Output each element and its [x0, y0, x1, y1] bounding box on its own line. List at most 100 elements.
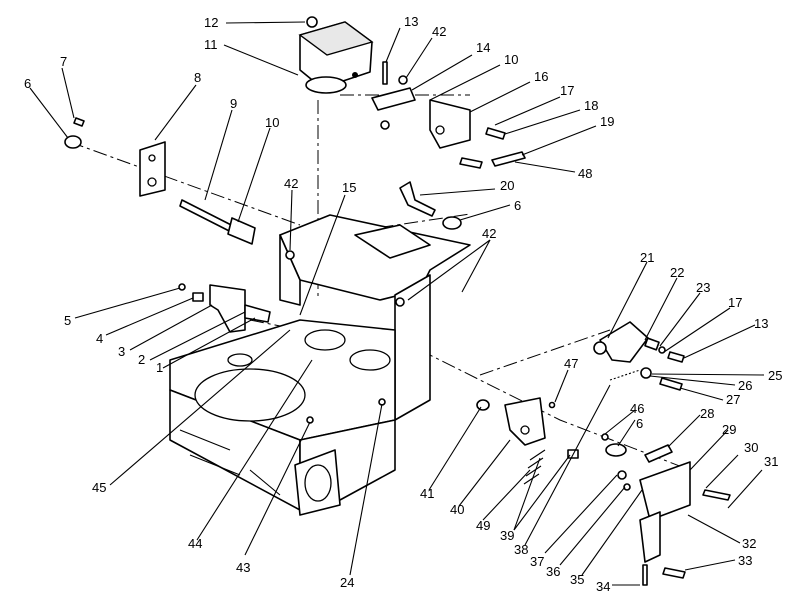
- leader-39-b: [513, 454, 571, 531]
- leader-lines: [29, 21, 765, 586]
- leader-28: [667, 414, 701, 448]
- callout-22: 22: [670, 265, 684, 280]
- pin-19: [491, 151, 526, 167]
- leader-6-left: [29, 87, 69, 139]
- leader-25: [651, 373, 765, 376]
- callout-37: 37: [530, 554, 544, 569]
- callout-19: 19: [600, 114, 614, 129]
- leader-17-top: [494, 96, 561, 126]
- leader-42-top: [405, 37, 433, 79]
- callout-36: 36: [546, 564, 560, 579]
- leader-21: [607, 261, 648, 339]
- callout-7: 7: [60, 54, 67, 69]
- leader-48: [514, 161, 576, 173]
- callout-1: 1: [156, 360, 163, 375]
- callout-38: 38: [514, 542, 528, 557]
- leader-17-right: [663, 307, 731, 353]
- bolt-30: [702, 489, 731, 501]
- leader-6-right: [617, 419, 636, 447]
- port-opening: [304, 464, 332, 502]
- link-2: [244, 304, 271, 323]
- plate-8: [139, 141, 166, 197]
- bracket-16-hole: [435, 125, 445, 135]
- pin-47: [548, 401, 556, 409]
- frame-nut-right: [395, 297, 405, 307]
- callout-2: 2: [138, 352, 145, 367]
- cap-6-right: [605, 443, 627, 457]
- callout-14: 14: [476, 40, 490, 55]
- callout-20: 20: [500, 178, 514, 193]
- leader-47: [554, 369, 569, 403]
- deck-hole-right: [349, 349, 391, 371]
- callout-12: 12: [204, 15, 218, 30]
- callout-6: 6: [514, 198, 521, 213]
- lever-20-assembly: [399, 181, 462, 230]
- leader-40: [458, 439, 511, 507]
- washer-23: [658, 346, 666, 354]
- leader-30: [705, 454, 739, 489]
- nut-42-top: [398, 75, 408, 85]
- callout-6: 6: [24, 76, 31, 91]
- plate-29: [639, 461, 691, 521]
- callout-8: 8: [194, 70, 201, 85]
- callout-24: 24: [340, 575, 354, 590]
- leader-45: [109, 329, 291, 486]
- leader-2: [149, 311, 246, 361]
- leader-41: [428, 406, 482, 491]
- callout-26: 26: [738, 378, 752, 393]
- plate-40: [504, 397, 546, 446]
- lower-right-assembly: [476, 397, 731, 586]
- spacer-22: [644, 337, 660, 351]
- leader-20: [419, 188, 496, 196]
- leader-24: [349, 403, 383, 576]
- frame-left-wall: [279, 234, 301, 306]
- leader-36: [559, 486, 626, 566]
- leader-27: [679, 387, 724, 401]
- valve-base: [305, 76, 347, 94]
- leader-38: [524, 384, 611, 546]
- centerline-lower-right: [419, 349, 691, 471]
- leader-42-left: [289, 189, 293, 251]
- leader-49: [482, 469, 531, 521]
- centerline-lever: [479, 329, 611, 376]
- left-lever-assembly: [178, 283, 271, 333]
- leader-37: [544, 474, 618, 554]
- callout-17: 17: [560, 83, 574, 98]
- callout-43: 43: [236, 560, 250, 575]
- leader-26: [649, 375, 736, 386]
- valve-top-face: [298, 21, 374, 56]
- leader-4: [105, 297, 194, 336]
- leader-43: [244, 421, 311, 556]
- bolt-34: [642, 564, 648, 586]
- nut-26: [640, 367, 652, 379]
- sleeve-28: [644, 444, 673, 463]
- leader-7: [61, 67, 75, 119]
- callout-44: 44: [188, 536, 202, 551]
- cap-6-middle: [442, 216, 462, 230]
- callout-32: 32: [742, 536, 756, 551]
- cap-6-left: [64, 135, 82, 149]
- leader-13-right: [683, 324, 756, 359]
- callout-48: 48: [578, 166, 592, 181]
- leader-42-right-a: [461, 239, 491, 293]
- leader-13-top: [385, 27, 401, 63]
- callout-11: 11: [204, 37, 218, 52]
- callout-10: 10: [504, 52, 518, 67]
- spring-38: [609, 369, 641, 381]
- nut-37: [617, 470, 627, 480]
- callout-42: 42: [482, 226, 496, 241]
- callout-29: 29: [722, 422, 736, 437]
- leader-18: [504, 109, 581, 135]
- frame-nut: [285, 250, 295, 260]
- callout-39: 39: [500, 528, 514, 543]
- clip-4: [192, 292, 204, 302]
- leader-14: [411, 54, 473, 91]
- lever-21-knob: [593, 341, 607, 355]
- plate-8-hole-top: [148, 154, 156, 162]
- lever-20: [399, 181, 436, 217]
- bolt-7: [73, 117, 85, 127]
- callout-46: 46: [630, 401, 644, 416]
- leader-33: [684, 559, 736, 571]
- callout-21: 21: [640, 250, 654, 265]
